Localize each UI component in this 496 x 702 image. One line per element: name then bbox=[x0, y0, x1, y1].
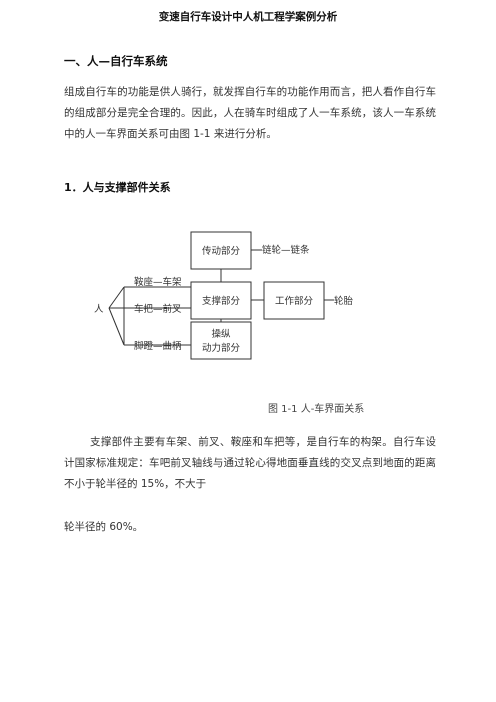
body-paragraph-3: 轮半径的 60%。 bbox=[64, 521, 144, 533]
figure-caption: 图 1-1 人-车界面关系 bbox=[268, 404, 365, 415]
diagram-box-power-2: 动力部分 bbox=[202, 342, 241, 354]
box-power bbox=[190, 321, 252, 360]
section-heading-1: 一、人—自行车系统 bbox=[64, 54, 168, 68]
section-paragraph-1: 组成自行车的功能是供人骑行，就发挥自行车的功能作用而言，把人看作自行车的组成部分… bbox=[64, 86, 436, 140]
box-support bbox=[190, 281, 252, 320]
body-paragraph-2: 支撑部件主要有车架、前叉、鞍座和车把等，是自行车的构架。自行车设计国家标准规定：… bbox=[64, 436, 436, 490]
section-heading-2: 1．人与支撑部件关系 bbox=[64, 181, 171, 194]
diagram-box-work: 工作部分 bbox=[275, 295, 314, 307]
diagram-box-support: 支撑部分 bbox=[202, 295, 241, 307]
diagram-label-chain: 链轮—链条 bbox=[262, 244, 310, 256]
diagram-label-wheel: 轮胎 bbox=[334, 295, 354, 307]
diagram-label-handlebar: 车把—前叉 bbox=[134, 303, 182, 315]
diagram-box-transmission: 传动部分 bbox=[202, 245, 241, 257]
diagram-box-power-1: 操纵 bbox=[211, 328, 231, 340]
page-header: 变速自行车设计中人机工程学案例分析 bbox=[158, 11, 338, 23]
diagram-person: 人 bbox=[94, 304, 104, 315]
diagram-label-saddle: 鞍座—车架 bbox=[134, 276, 182, 288]
diagram-label-pedal: 脚蹬—曲柄 bbox=[134, 340, 182, 352]
